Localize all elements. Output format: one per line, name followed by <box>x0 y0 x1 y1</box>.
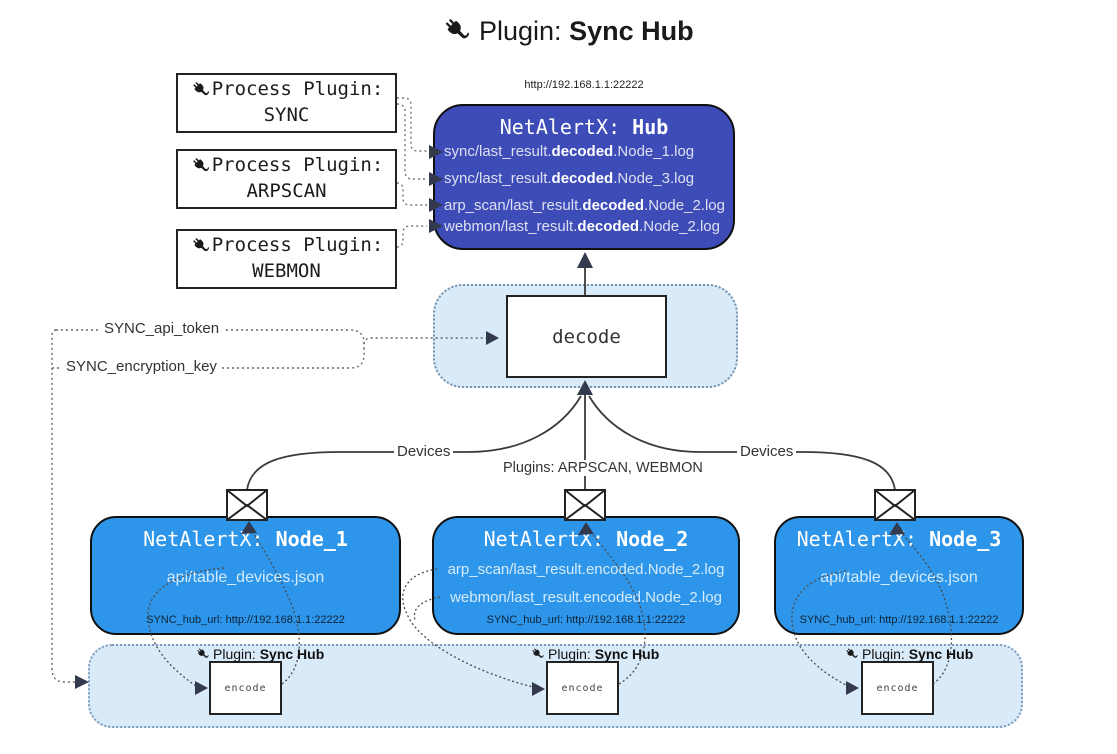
page-title-bold: Sync Hub <box>569 16 694 46</box>
process-plugin-box-arpscan: Process Plugin: ARPSCAN <box>176 149 397 209</box>
plug-icon <box>195 647 210 662</box>
process-plugin-name: ARPSCAN <box>246 180 327 202</box>
process-plugin-label: Process Plugin: <box>211 154 384 177</box>
node-hub-url: SYNC_hub_url: http://192.168.1.1:22222 <box>486 614 686 626</box>
node-title: NetAlertX: Node_3 <box>796 527 1002 551</box>
node-file-line: arp_scan/last_result.encoded.Node_2.log <box>447 561 725 578</box>
node-title: NetAlertX: Node_2 <box>483 527 689 551</box>
node-file-line: api/table_devices.json <box>820 569 978 586</box>
node-file-line: api/table_devices.json <box>166 569 325 586</box>
node-title: NetAlertX: Node_1 <box>143 527 348 551</box>
sync-encryption-key-label: SYNC_encryption_key <box>62 358 221 375</box>
link-webmon-to-log <box>396 225 427 248</box>
encode-box-3: encode <box>861 661 934 715</box>
plug-icon <box>530 647 545 662</box>
hub-title: NetAlertX: Hub <box>499 115 669 139</box>
plug-icon <box>441 16 472 47</box>
rail-to-encode-bar <box>51 329 76 683</box>
plug-icon <box>190 236 211 257</box>
decode-box: decode <box>506 295 667 378</box>
process-plugin-label: Process Plugin: <box>211 78 384 101</box>
process-plugin-name: WEBMON <box>252 260 321 282</box>
link-sync-to-node1log <box>397 97 427 152</box>
link-sync-to-node3log <box>396 103 427 180</box>
process-plugin-box-webmon: Process Plugin: WEBMON <box>176 229 397 289</box>
arrowhead-into-hub <box>577 252 593 268</box>
encode-plugin-label-3: Plugin: Sync Hub <box>844 646 973 662</box>
process-plugin-label: Process Plugin: <box>211 234 384 257</box>
page-title-text: Plugin: <box>479 16 570 46</box>
process-plugin-name: SYNC <box>263 104 310 126</box>
node-hub-url: SYNC_hub_url: http://192.168.1.1:22222 <box>799 614 999 626</box>
process-plugin-links <box>396 97 427 248</box>
plugins-label-mid: Plugins: ARPSCAN, WEBMON <box>500 460 706 476</box>
plug-icon <box>844 647 859 662</box>
node-box-3: NetAlertX: Node_3 api/table_devices.json… <box>774 516 1024 635</box>
process-plugin-box-sync: Process Plugin: SYNC <box>176 73 397 133</box>
node-hub-url: SYNC_hub_url: http://192.168.1.1:22222 <box>146 614 345 626</box>
devices-label-right: Devices <box>737 443 797 460</box>
page-title: Plugin: Sync Hub <box>441 16 694 47</box>
hub-log-line: webmon/last_result.decoded.Node_2.log <box>444 218 720 235</box>
hub-log-line: sync/last_result.decoded.Node_1.log <box>444 143 695 160</box>
encode-plugin-label-1: Plugin: Sync Hub <box>195 646 324 662</box>
node-box-1: NetAlertX: Node_1 api/table_devices.json… <box>90 516 401 635</box>
encode-box-2: encode <box>546 661 619 715</box>
hub-log-line: sync/last_result.decoded.Node_3.log <box>444 170 695 187</box>
encode-plugin-label-2: Plugin: Sync Hub <box>530 646 659 662</box>
arrowhead-into-encode-bar <box>75 675 89 689</box>
hub-box: NetAlertX: Hub sync/last_result.decoded.… <box>433 104 735 250</box>
encode-box-1: encode <box>209 661 282 715</box>
node-box-2: NetAlertX: Node_2 arp_scan/last_result.e… <box>432 516 740 635</box>
link-arpscan-to-log <box>396 182 427 206</box>
sync-api-token-label: SYNC_api_token <box>100 320 224 337</box>
hub-url-label: http://192.168.1.1:22222 <box>524 79 644 91</box>
devices-label-left: Devices <box>394 443 454 460</box>
hub-log-line: arp_scan/last_result.decoded.Node_2.log <box>444 197 725 214</box>
node-file-line: webmon/last_result.encoded.Node_2.log <box>450 589 722 606</box>
plug-icon <box>190 156 211 177</box>
plug-icon <box>190 80 211 101</box>
